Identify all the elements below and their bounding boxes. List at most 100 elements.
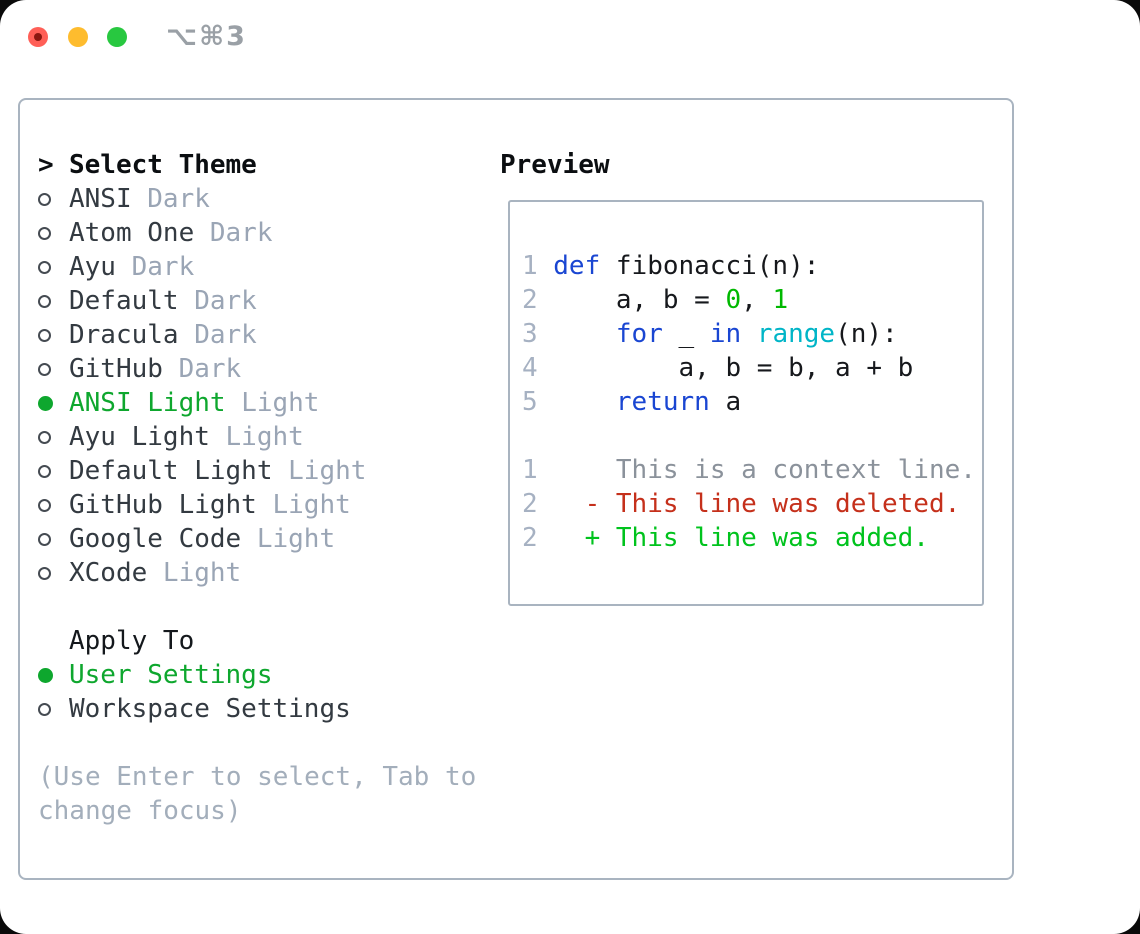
window-title-shortcut: ⌥⌘3	[166, 21, 247, 52]
option-variant-label: Light	[272, 490, 351, 520]
theme-option[interactable]: Dracula Dark	[38, 318, 500, 352]
line-number: 2	[522, 285, 538, 315]
option-label: Atom One	[69, 218, 195, 248]
code-token-keyword: in	[709, 319, 742, 349]
code-token-plain: a, b =	[553, 285, 726, 315]
theme-option[interactable]: Ayu Light Light	[38, 420, 500, 454]
option-label: User Settings	[69, 660, 273, 690]
radio-icon	[38, 498, 69, 512]
radio-icon	[38, 430, 69, 444]
code-line-blank	[522, 421, 982, 455]
code-line: 1 def fibonacci(n):	[522, 251, 982, 285]
code-line-blank	[522, 217, 982, 251]
preview-header: Preview	[500, 150, 610, 180]
option-variant-label: Dark	[194, 320, 257, 350]
theme-option[interactable]: Default Light Light	[38, 454, 500, 488]
select-theme-header: >Select Theme	[38, 148, 500, 182]
option-variant-label: Dark	[209, 218, 273, 248]
option-label: XCode	[69, 558, 148, 588]
theme-option[interactable]: ANSI Light Light	[38, 386, 500, 420]
line-number: 4	[522, 353, 538, 383]
zoom-button[interactable]	[107, 27, 127, 47]
code-token-keyword: for	[615, 319, 663, 349]
option-label: Ayu	[69, 252, 116, 282]
minimize-button[interactable]	[68, 27, 88, 47]
code-token-deleted: - This line was deleted.	[553, 489, 961, 519]
option-label: ANSI	[69, 184, 132, 214]
code-line: 5 return a	[522, 387, 982, 421]
code-token-keyword: return	[615, 387, 710, 417]
theme-option[interactable]: Atom One Dark	[38, 216, 500, 250]
radio-icon	[38, 294, 69, 308]
code-token-added: + This line was added.	[553, 523, 929, 553]
line-number: 3	[522, 319, 538, 349]
radio-icon	[38, 362, 69, 376]
theme-option[interactable]: GitHub Light Light	[38, 488, 500, 522]
code-line: 2 a, b = 0, 1	[522, 285, 982, 319]
option-variant-label: Light	[288, 456, 367, 486]
option-label: Workspace Settings	[69, 694, 351, 724]
code-line: 2 + This line was added.	[522, 523, 982, 557]
option-variant-label: Dark	[147, 184, 210, 214]
line-number: 5	[522, 387, 538, 417]
code-token-plain: a, b = b, a + b	[553, 353, 914, 383]
radio-selected-icon	[38, 395, 69, 411]
radio-icon	[38, 226, 69, 240]
code-token-context: This is a context line.	[553, 455, 976, 485]
option-label: ANSI Light	[69, 388, 226, 418]
line-number: 2	[522, 489, 538, 519]
option-label: Dracula	[69, 320, 179, 350]
option-variant-label: Dark	[131, 252, 195, 282]
code-token-plain	[553, 387, 616, 417]
code-token-keyword: def	[553, 251, 601, 281]
option-label: GitHub	[69, 354, 163, 384]
theme-option[interactable]: XCode Light	[38, 556, 500, 590]
radio-icon	[38, 566, 69, 580]
focus-caret-icon: >	[38, 150, 54, 180]
radio-icon	[38, 328, 69, 342]
radio-icon	[38, 260, 69, 274]
code-line: 1 This is a context line.	[522, 455, 982, 489]
option-variant-label: Light	[225, 422, 304, 452]
code-token-plain: ,	[741, 285, 773, 315]
option-variant-label: Light	[162, 558, 242, 588]
code-token-plain: fibonacci(n):	[600, 251, 820, 281]
option-variant-label: Light	[241, 388, 320, 418]
code-line: 4 a, b = b, a + b	[522, 353, 982, 387]
option-label: Default Light	[69, 456, 273, 486]
code-token-builtin: range	[756, 319, 836, 349]
code-token-number: 1	[772, 285, 789, 315]
line-number: 1	[522, 251, 538, 281]
code-token-plain: _	[662, 319, 710, 349]
apply-option[interactable]: Workspace Settings	[38, 692, 500, 726]
line-number: 2	[522, 523, 538, 553]
option-label: GitHub Light	[69, 490, 257, 520]
code-line-blank	[522, 557, 982, 591]
theme-option[interactable]: Ayu Dark	[38, 250, 500, 284]
option-label: Ayu Light	[69, 422, 210, 452]
code-token-number: 0	[725, 285, 742, 315]
radio-icon	[38, 192, 69, 206]
radio-icon	[38, 702, 69, 716]
theme-option[interactable]: ANSI Dark	[38, 182, 500, 216]
option-variant-label: Dark	[194, 286, 257, 316]
code-token-plain	[553, 319, 616, 349]
code-line: 2 - This line was deleted.	[522, 489, 982, 523]
unsaved-dot-icon	[34, 33, 42, 41]
radio-icon	[38, 464, 69, 478]
line-number: 1	[522, 455, 538, 485]
apply-option[interactable]: User Settings	[38, 658, 500, 692]
close-button[interactable]	[28, 27, 48, 47]
code-token-plain	[741, 319, 757, 349]
help-text: (Use Enter to select, Tab to change focu…	[38, 762, 477, 826]
